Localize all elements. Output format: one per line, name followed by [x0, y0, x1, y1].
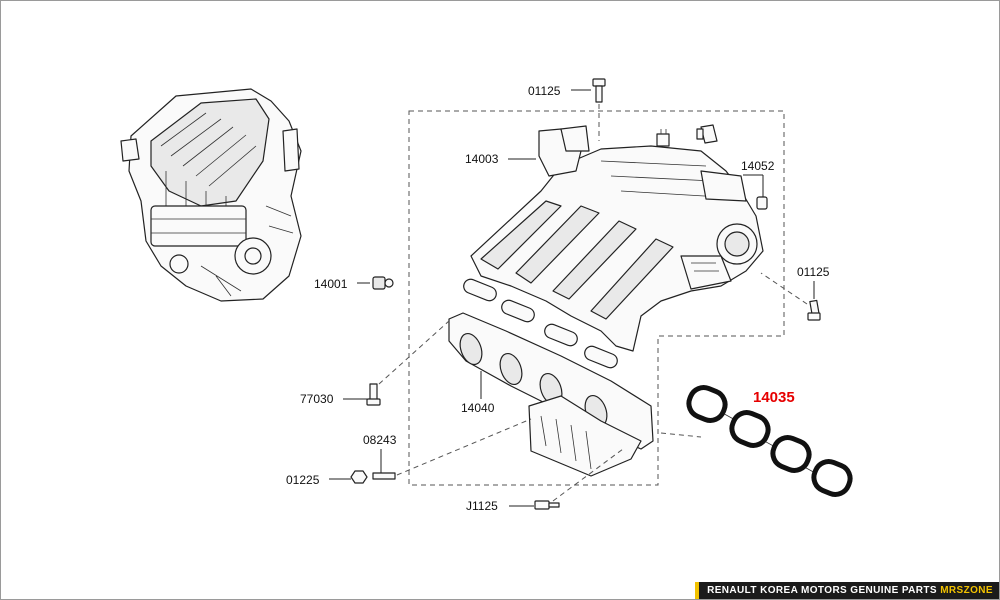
label-14052: 14052	[741, 159, 775, 173]
gasket-14035	[686, 385, 853, 497]
footer-brand: MRSZONE	[940, 585, 993, 596]
intake-manifold	[470, 125, 764, 352]
clip-icon	[372, 276, 394, 290]
manifold-gasket	[463, 278, 618, 369]
label-J1125: J1125	[466, 499, 498, 513]
label-01125-top: 01125	[528, 84, 561, 98]
engine-illustration	[120, 88, 302, 302]
label-14040: 14040	[461, 401, 495, 415]
label-14003: 14003	[465, 152, 499, 166]
footer-banner: RENAULT KOREA MOTORS GENUINE PARTS MRSZO…	[695, 582, 999, 599]
sensor	[656, 124, 718, 147]
label-77030: 77030	[300, 392, 334, 406]
label-14001: 14001	[314, 277, 348, 291]
plug-14052	[756, 196, 768, 210]
label-01225: 01225	[286, 473, 320, 487]
label-08243: 08243	[363, 433, 397, 447]
leader-lines	[329, 89, 815, 507]
label-14035: 14035	[753, 389, 795, 406]
footer-text: RENAULT KOREA MOTORS GENUINE PARTS	[707, 585, 937, 596]
bolt-icon	[350, 78, 821, 510]
part-labels: 01125 14003 14052 01125 14001 77030 1404…	[286, 84, 830, 513]
label-01125-right: 01125	[797, 265, 830, 279]
